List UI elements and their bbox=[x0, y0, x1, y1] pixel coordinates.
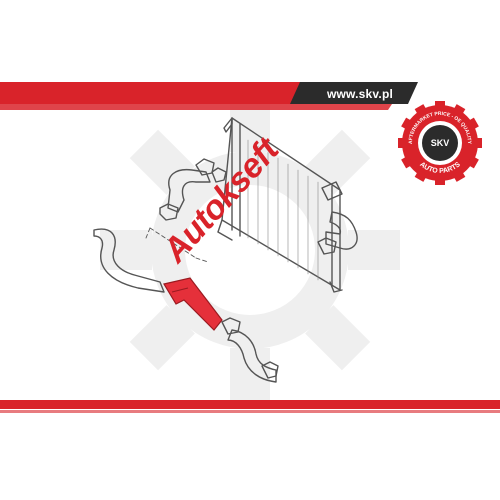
radiator-drawing bbox=[217, 117, 343, 293]
site-url-link[interactable]: www.skv.pl bbox=[326, 87, 394, 101]
seal-brand: SKV bbox=[431, 138, 450, 148]
footer-bar bbox=[0, 400, 500, 413]
lower-hose bbox=[227, 329, 277, 383]
right-hose bbox=[325, 211, 358, 250]
gear-seal-icon: AFTERMARKET PRICE - OE QUALITY AUTO PART… bbox=[398, 101, 482, 185]
left-hose bbox=[93, 228, 165, 293]
header-banner bbox=[0, 82, 418, 110]
upper-hose bbox=[167, 168, 211, 213]
highlighted-pipe bbox=[163, 277, 223, 331]
url-bar bbox=[290, 82, 418, 104]
